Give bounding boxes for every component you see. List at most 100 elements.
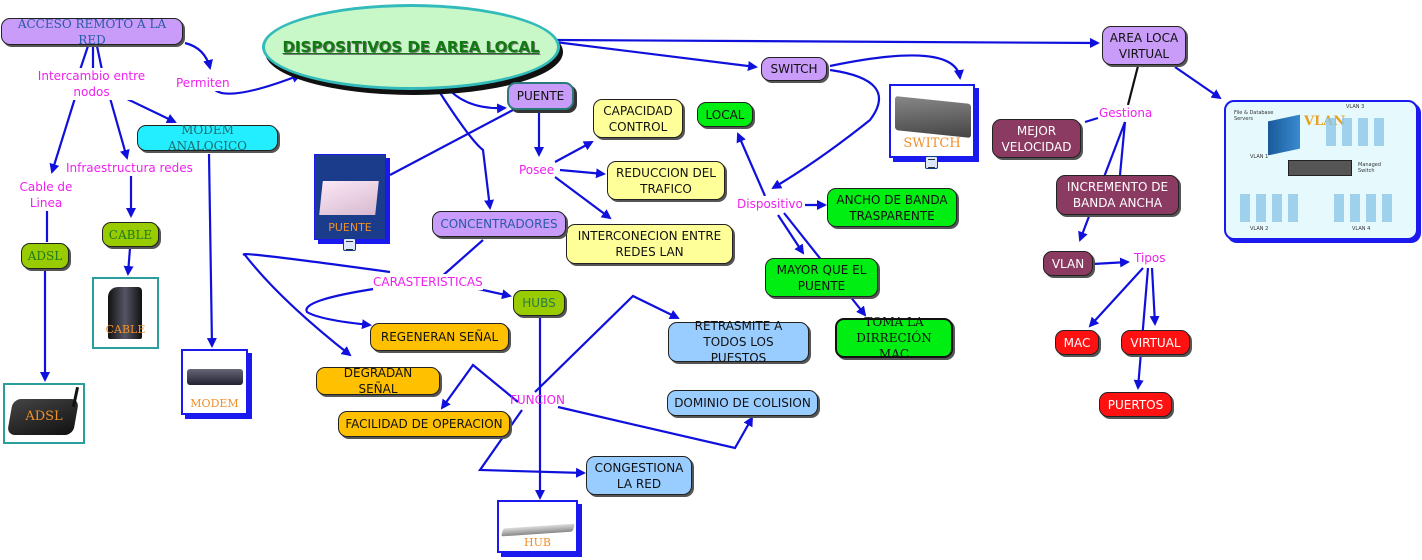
phrase-gestiona: Gestiona — [1099, 105, 1153, 121]
image-vlan-diagram[interactable]: VLAN File & Database Servers VLAN 1 VLAN… — [1224, 100, 1418, 240]
node-acceso-remoto[interactable]: ACCESO REMOTO A LA RED — [1, 17, 183, 47]
node-capacidad-control[interactable]: CAPACIDAD CONTROL — [593, 99, 683, 138]
bridge-device-icon — [319, 181, 379, 215]
node-toma-mac[interactable]: TOMA LA DIRRECIÓN MAC — [835, 315, 953, 361]
node-concentradores[interactable]: CONCENTRADORES — [432, 211, 566, 237]
link-carast-regeneran — [305, 286, 381, 330]
link-tipos-virtual — [1149, 267, 1160, 326]
image-switch[interactable]: SWITCH — [889, 84, 975, 158]
node-dominio[interactable]: DOMINIO DE COLISION — [667, 390, 818, 416]
link-intercambio-infra — [108, 97, 130, 160]
link-funcion-retrasmite — [534, 294, 680, 393]
link-cable-img — [123, 247, 134, 276]
workstations-icon — [1240, 194, 1300, 222]
link-title-vlan-area — [554, 37, 1100, 48]
link-area-vlanimg — [1174, 66, 1222, 100]
link-gestiona-mejor — [1084, 116, 1099, 124]
link-gestiona-incremento — [1118, 121, 1127, 176]
phrase-carasteristicas: CARASTERISTICAS — [373, 274, 483, 290]
node-area-virtual[interactable]: AREA LOCA VIRTUAL — [1102, 26, 1186, 65]
image-caption-cable: CABLE — [105, 323, 146, 336]
workstations-icon — [1334, 194, 1394, 222]
phrase-tipos: Tipos — [1134, 250, 1166, 266]
node-regeneran[interactable]: REGENERAN SEÑAL — [370, 323, 509, 351]
image-puente[interactable]: PUENTE — [314, 154, 386, 240]
vlan-servers-label: File & Database Servers — [1234, 110, 1274, 122]
vlan-2-label: VLAN 2 — [1250, 226, 1269, 232]
link-intercambio-cable-linea — [49, 97, 77, 174]
image-adsl-router[interactable]: ADSL — [3, 383, 85, 444]
node-congestiona[interactable]: CONGESTIONA LA RED — [586, 456, 692, 495]
link-tipos-puertos — [1133, 267, 1150, 390]
node-ancho-banda[interactable]: ANCHO DE BANDA TRASPARENTE — [827, 188, 957, 227]
document-icon-switch[interactable] — [925, 156, 938, 169]
phrase-dispositivo: Dispositivo — [737, 196, 803, 212]
link-switch-dispositivo — [771, 68, 881, 190]
phrase-posee: Posee — [519, 162, 555, 178]
node-cable[interactable]: CABLE — [102, 222, 159, 247]
node-adsl[interactable]: ADSL — [21, 243, 69, 269]
node-retrasmite[interactable]: RETRASMITE A TODOS LOS PUESTOS — [668, 319, 809, 365]
managed-switch-icon — [1288, 160, 1352, 176]
link-switch-img — [829, 54, 964, 80]
link-posee-reduccion — [559, 168, 606, 179]
node-switch[interactable]: SWITCH — [761, 57, 827, 81]
node-incremento[interactable]: INCREMENTO DE BANDA ANCHA — [1056, 175, 1179, 215]
link-vlan-tipos — [1092, 257, 1130, 268]
link-acceso-intercambio — [78, 45, 104, 71]
link-tipos-mac — [1088, 267, 1144, 328]
node-mejor-velocidad[interactable]: MEJOR VELOCIDAD — [992, 119, 1081, 158]
node-vlan[interactable]: VLAN — [1043, 251, 1093, 276]
title-text: DISPOSITIVOS DE AREA LOCAL — [282, 38, 540, 56]
cable-modem-icon — [108, 287, 142, 339]
title-ellipse[interactable]: DISPOSITIVOS DE AREA LOCAL — [262, 4, 560, 90]
image-cable-modem[interactable]: CABLE — [92, 277, 159, 349]
image-modem[interactable]: MODEM — [181, 349, 248, 415]
node-puente[interactable]: PUENTE — [507, 82, 574, 110]
link-puente-img — [389, 109, 514, 176]
node-degradan[interactable]: DEGRADAN SEÑAL — [316, 366, 440, 396]
node-facilidad[interactable]: FACILIDAD DE OPERACION — [338, 411, 510, 437]
link-posee-interconexion — [554, 176, 612, 220]
hub-device-icon — [501, 523, 575, 537]
node-local[interactable]: LOCAL — [697, 102, 753, 127]
phrase-funcion: FUNCION — [510, 393, 566, 407]
link-modem-img — [206, 153, 217, 348]
phrase-cable-linea: Cable de Linea — [18, 179, 74, 211]
phrase-permiten: Permiten — [176, 75, 230, 91]
node-mac[interactable]: MAC — [1055, 330, 1099, 355]
link-funcion-dominio — [557, 405, 753, 450]
document-icon-puente[interactable] — [343, 238, 356, 251]
node-hubs[interactable]: HUBS — [513, 290, 565, 316]
vlan-1-label: VLAN 1 — [1250, 154, 1269, 160]
workstations-icon — [1326, 118, 1386, 146]
node-mayor-puente[interactable]: MAYOR QUE EL PUENTE — [765, 258, 878, 297]
server-icon — [1268, 114, 1300, 156]
image-hub[interactable]: HUB — [497, 500, 578, 553]
modem-device-icon — [187, 369, 243, 385]
vlan-3-label: VLAN 3 — [1346, 104, 1365, 110]
link-posee-capacidad — [554, 141, 594, 163]
link-title-puente — [444, 84, 507, 114]
link-acceso-permiten — [184, 41, 213, 70]
image-caption-adsl: ADSL — [25, 409, 63, 424]
node-puertos[interactable]: PUERTOS — [1099, 392, 1172, 417]
image-caption-hub: HUB — [524, 536, 551, 549]
node-reduccion-trafico[interactable]: REDUCCION DEL TRAFICO — [607, 161, 725, 200]
image-caption-switch: SWITCH — [903, 136, 961, 151]
link-title-concentradores — [434, 84, 495, 210]
link-dispositivo-mayor — [777, 214, 805, 255]
link-carast-loop — [242, 253, 391, 357]
node-interconexion[interactable]: INTERCONECION ENTRE REDES LAN — [566, 224, 733, 264]
node-virtual[interactable]: VIRTUAL — [1121, 330, 1190, 355]
node-modem-analogico[interactable]: MODEM ANALOGICO — [137, 123, 278, 153]
phrase-intercambio: Intercambio entre nodos — [34, 68, 149, 100]
vlan-4-label: VLAN 4 — [1352, 226, 1371, 232]
link-dispositivo-local — [736, 132, 767, 197]
link-title-switch — [554, 40, 758, 71]
image-caption-modem: MODEM — [190, 397, 239, 410]
link-area-gestiona — [1126, 65, 1140, 106]
managed-switch-label: Managed Switch — [1358, 162, 1382, 174]
